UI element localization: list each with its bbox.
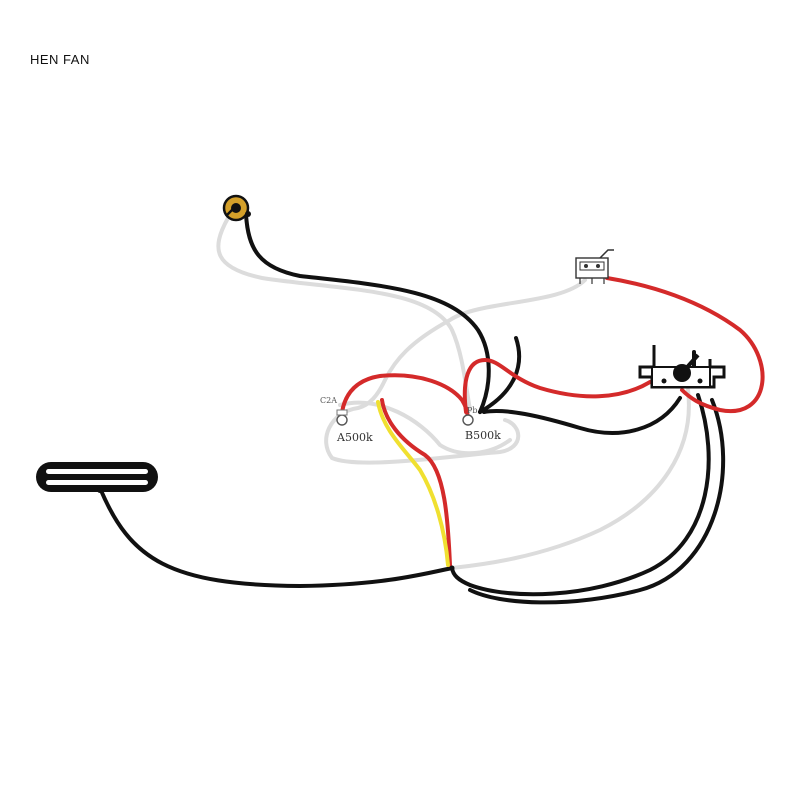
brand-title: HEN FAN bbox=[30, 52, 90, 67]
capacitor-label: C2A bbox=[320, 396, 337, 405]
pot-b-small-label: Pb bbox=[467, 406, 478, 415]
red-wire-pot-a bbox=[340, 373, 470, 420]
pot-a-label: A500k bbox=[336, 431, 373, 444]
jack-icon bbox=[222, 194, 251, 222]
red-wire-toggle bbox=[605, 276, 765, 414]
selector-switch-icon bbox=[638, 345, 726, 389]
black-wire-pickup bbox=[98, 486, 454, 588]
black-wire-selector-2 bbox=[450, 393, 711, 597]
black-wire-selector-3 bbox=[468, 398, 726, 605]
humbucker-pickup-icon bbox=[36, 462, 158, 493]
red-wires bbox=[340, 276, 765, 567]
white-wire-jack bbox=[216, 216, 472, 412]
black-wire-jack bbox=[244, 212, 491, 414]
toggle-switch-icon bbox=[575, 249, 614, 284]
black-wires bbox=[98, 212, 726, 605]
white-wire-loop bbox=[338, 400, 512, 456]
black-wire-selector-1 bbox=[482, 396, 682, 435]
pot-b-label: B500k bbox=[465, 429, 501, 442]
white-wire-selector bbox=[450, 388, 691, 570]
potentiometer-icon bbox=[462, 414, 474, 426]
yellow-wire bbox=[376, 400, 450, 567]
potentiometer-a: C2A A500k bbox=[320, 396, 373, 444]
potentiometer-b: Pb B500k bbox=[462, 406, 501, 442]
red-wire-selector bbox=[462, 358, 652, 414]
white-wires bbox=[216, 216, 691, 570]
red-wire-main bbox=[380, 398, 452, 567]
ground-junction-dot bbox=[449, 565, 455, 571]
potentiometer-icon bbox=[336, 414, 348, 426]
